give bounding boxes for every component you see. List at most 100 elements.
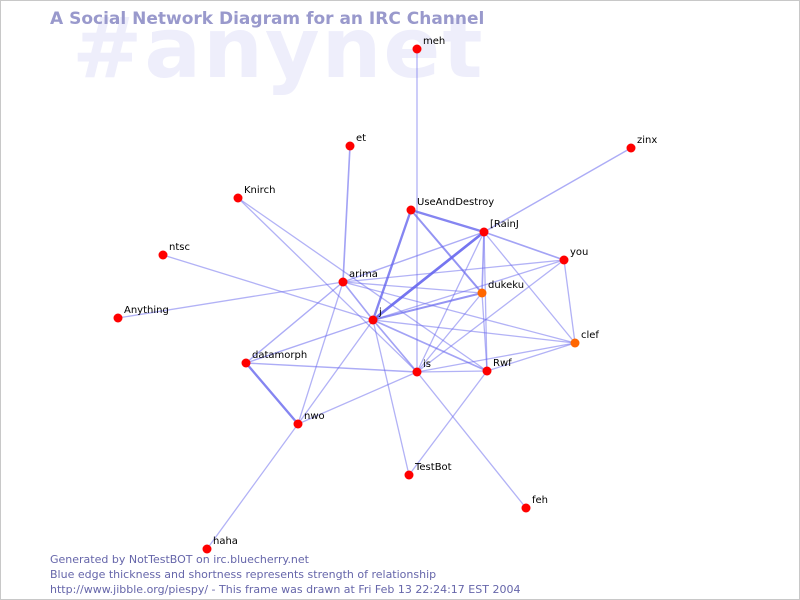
node-et: et bbox=[345, 133, 366, 151]
edge-zinx-RainJ bbox=[483, 147, 632, 233]
edge-UseAndDestroy-RainJ bbox=[409, 208, 486, 234]
edge-RainJ-clef bbox=[483, 231, 576, 344]
node-label: Knirch bbox=[244, 185, 275, 196]
edge-Rwf-TestBot bbox=[408, 370, 488, 476]
edge-RainJ-you bbox=[483, 231, 565, 261]
node-dot bbox=[233, 193, 243, 203]
edge-j-you bbox=[372, 259, 565, 321]
node-dot bbox=[345, 141, 355, 151]
node-label: feh bbox=[532, 495, 548, 506]
node-dot bbox=[404, 470, 414, 480]
node-label: clef bbox=[581, 330, 599, 341]
node-dot bbox=[479, 227, 489, 237]
node-clef: clef bbox=[570, 330, 599, 348]
edge-arima-clef bbox=[342, 281, 576, 344]
node-label: [RainJ bbox=[490, 219, 519, 230]
edge-j-dukeku bbox=[372, 292, 483, 321]
node-RainJ: [RainJ bbox=[479, 219, 519, 237]
edge-is-dukeku bbox=[416, 292, 483, 373]
edge-is-Rwf bbox=[416, 370, 488, 373]
node-label: UseAndDestroy bbox=[417, 197, 494, 208]
edge-is-feh bbox=[416, 371, 527, 509]
node-zinx: zinx bbox=[626, 135, 657, 153]
node-j: j bbox=[368, 307, 382, 325]
edge-you-clef bbox=[563, 259, 576, 344]
node-dot bbox=[202, 544, 212, 554]
edge-haha-nwo bbox=[206, 423, 299, 550]
node-dot bbox=[406, 205, 416, 215]
node-label: arima bbox=[349, 269, 378, 280]
node-TestBot: TestBot bbox=[404, 462, 452, 480]
edge-j-arima bbox=[342, 281, 374, 321]
node-label: haha bbox=[213, 536, 238, 547]
edge-et-arima bbox=[342, 145, 351, 283]
edge-is-datamorph bbox=[245, 362, 418, 373]
node-Knirch: Knirch bbox=[233, 185, 275, 203]
node-label: dukeku bbox=[488, 280, 524, 291]
node-label: ntsc bbox=[169, 242, 190, 253]
node-arima: arima bbox=[338, 269, 378, 287]
node-meh: meh bbox=[412, 36, 445, 54]
edge-j-is bbox=[372, 319, 418, 373]
node-dot bbox=[412, 367, 422, 377]
node-dukeku: dukeku bbox=[477, 280, 524, 298]
node-label: meh bbox=[423, 36, 445, 47]
edge-is-nwo bbox=[297, 371, 418, 425]
node-haha: haha bbox=[202, 536, 238, 554]
edge-j-clef bbox=[372, 319, 576, 344]
edge-j-TestBot bbox=[372, 319, 410, 476]
node-label: TestBot bbox=[414, 462, 452, 473]
edge-dukeku-Rwf bbox=[481, 292, 488, 372]
node-dot bbox=[338, 277, 348, 287]
node-nwo: nwo bbox=[293, 411, 325, 429]
diagram-title: A Social Network Diagram for an IRC Chan… bbox=[50, 9, 485, 29]
node-dot bbox=[412, 44, 422, 54]
node-dot bbox=[521, 503, 531, 513]
node-label: Rwf bbox=[493, 358, 512, 369]
node-dot bbox=[482, 366, 492, 376]
edge-is-you bbox=[416, 259, 565, 373]
edge-Anything-arima bbox=[117, 281, 344, 319]
node-dot bbox=[626, 143, 636, 153]
node-datamorph: datamorph bbox=[241, 350, 307, 368]
node-UseAndDestroy: UseAndDestroy bbox=[406, 197, 494, 215]
node-label: datamorph bbox=[252, 350, 307, 361]
edge-arima-dukeku bbox=[342, 281, 483, 294]
node-dot bbox=[477, 288, 487, 298]
edge-j-nwo bbox=[297, 319, 374, 425]
edge-arima-nwo bbox=[297, 281, 344, 425]
node-label: is bbox=[423, 359, 431, 370]
node-you: you bbox=[559, 247, 588, 265]
node-Anything: Anything bbox=[113, 305, 169, 323]
edge-UseAndDestroy-dukeku bbox=[410, 209, 483, 294]
edge-RainJ-Rwf bbox=[483, 231, 488, 372]
footer-legend-note: Blue edge thickness and shortness repres… bbox=[50, 568, 437, 581]
node-dot bbox=[368, 315, 378, 325]
node-dot bbox=[241, 358, 251, 368]
edge-j-datamorph bbox=[245, 319, 374, 364]
edge-datamorph-nwo bbox=[244, 361, 300, 426]
node-ntsc: ntsc bbox=[158, 242, 190, 260]
node-dot bbox=[113, 313, 123, 323]
node-Rwf: Rwf bbox=[482, 358, 512, 376]
node-label: you bbox=[570, 247, 588, 258]
edge-ntsc-j bbox=[162, 254, 374, 321]
edge-clef-Rwf bbox=[486, 342, 576, 372]
edge-Knirch-Rwf bbox=[237, 197, 488, 372]
node-label: nwo bbox=[304, 411, 325, 422]
edge-is-clef bbox=[416, 342, 576, 373]
edge-arima-RainJ bbox=[342, 231, 485, 283]
edge-arima-datamorph bbox=[245, 281, 344, 364]
edge-arima-you bbox=[342, 259, 565, 283]
node-label: zinx bbox=[637, 135, 657, 146]
node-label: Anything bbox=[124, 305, 169, 316]
footer-timestamp-note: http://www.jibble.org/piespy/ - This fra… bbox=[50, 583, 521, 596]
node-dot bbox=[559, 255, 569, 265]
node-label: j bbox=[378, 307, 382, 318]
node-dot bbox=[293, 419, 303, 429]
node-label: et bbox=[356, 133, 366, 144]
node-feh: feh bbox=[521, 495, 548, 513]
